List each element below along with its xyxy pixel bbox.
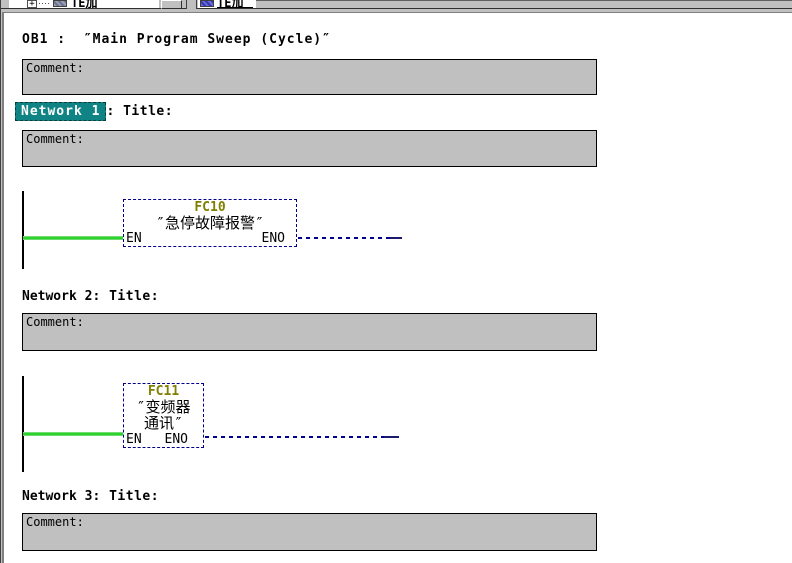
- fc10-pin-row: EN ENO: [124, 231, 296, 246]
- network1-name-chip[interactable]: Network 1: [15, 102, 107, 121]
- network1-line-end-dash: [390, 237, 402, 239]
- network1-power-rail: [22, 191, 24, 269]
- comment-label: Comment:: [26, 515, 84, 529]
- network2-header: Network 2: Title:: [22, 289, 159, 304]
- network2-line-end-dash: [384, 436, 399, 438]
- pane-splitter[interactable]: [186, 0, 197, 9]
- fc11-block[interactable]: FC11 ″变频器 通讯″ EN ENO: [123, 383, 204, 448]
- network3-title-label[interactable]: : Title:: [92, 489, 160, 504]
- ob-block-title: OB1 : ″Main Program Sweep (Cycle)″: [22, 32, 331, 47]
- top-toolbar-strip: + TE加 TE加: [1, 0, 792, 9]
- network1-eno-dashed-line: [298, 237, 390, 239]
- block-list-item[interactable]: TE加: [198, 0, 256, 8]
- fc11-block-name-line2: 通讯″: [143, 414, 184, 432]
- network2-name[interactable]: Network 2: [22, 289, 93, 304]
- ob-comment-box[interactable]: Comment:: [22, 59, 597, 95]
- network1-header: Network 1: Title:: [15, 102, 173, 121]
- network2-eno-dashed-line: [205, 436, 384, 438]
- fc11-block-id: FC11: [147, 384, 180, 399]
- network2-comment-box[interactable]: Comment:: [22, 313, 597, 351]
- comment-label: Comment:: [26, 61, 84, 75]
- tree-item-label: TE加: [71, 0, 98, 8]
- comment-label: Comment:: [26, 132, 84, 146]
- fc10-block-id: FC10: [194, 200, 226, 215]
- fc10-block[interactable]: FC10 ″急停故障报警″ EN ENO: [123, 199, 297, 247]
- fc11-eno-pin: ENO: [164, 432, 188, 447]
- network2-power-rail: [22, 376, 24, 472]
- network1-power-flow-wire: [23, 236, 123, 240]
- block-folder-icon: [53, 0, 67, 7]
- scroll-button[interactable]: [161, 0, 182, 9]
- fc10-eno-pin: ENO: [261, 231, 285, 246]
- network2-title-label[interactable]: : Title:: [92, 289, 160, 304]
- comment-label: Comment:: [26, 315, 84, 329]
- network1-comment-box[interactable]: Comment:: [22, 130, 597, 167]
- fc10-block-name: ″急停故障报警″: [155, 214, 265, 232]
- network1-title-label[interactable]: : Title:: [106, 104, 174, 119]
- network3-header: Network 3: Title:: [22, 489, 159, 504]
- pane-border-line: [239, 0, 792, 1]
- block-list-item-label: TE加: [217, 0, 253, 8]
- tree-dotted-line: [39, 3, 51, 4]
- network2-power-flow-wire: [23, 432, 123, 436]
- project-tree-item[interactable]: + TE加: [9, 0, 159, 8]
- fc11-block-name-line1: ″变频器: [136, 398, 191, 416]
- lad-editor-canvas: OB1 : ″Main Program Sweep (Cycle)″ Comme…: [2, 12, 792, 563]
- network3-comment-box[interactable]: Comment:: [22, 513, 597, 551]
- fc11-pin-row: EN ENO: [124, 432, 203, 447]
- fc11-en-pin: EN: [126, 432, 142, 447]
- block-icon: [200, 0, 214, 7]
- fc10-en-pin: EN: [126, 231, 142, 246]
- tree-expand-icon[interactable]: +: [27, 0, 37, 8]
- network3-name[interactable]: Network 3: [22, 489, 93, 504]
